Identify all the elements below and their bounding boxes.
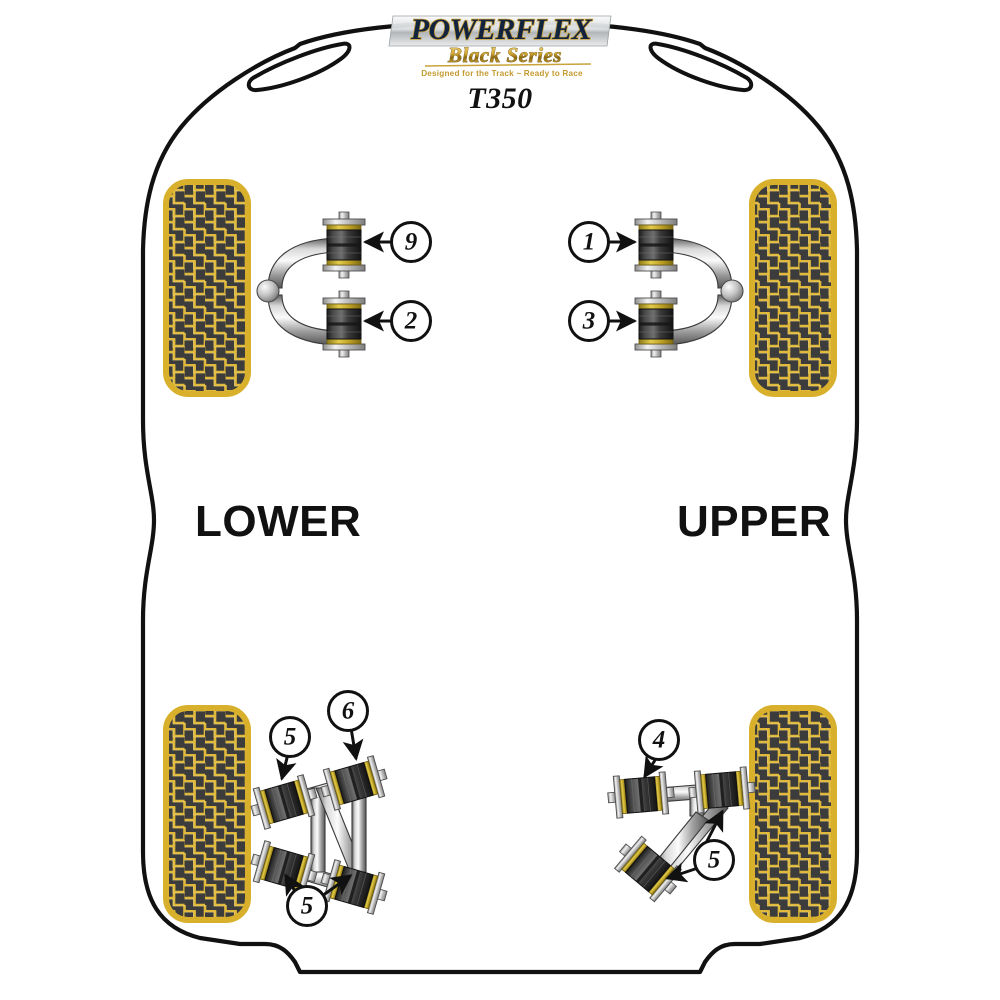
callout-9-number: 9	[405, 229, 418, 256]
tyre-rear-right	[749, 705, 837, 923]
rear-right-control-arm-assembly	[605, 765, 758, 907]
callout-6[interactable]: 6	[327, 690, 369, 732]
callout-2-number: 2	[404, 308, 418, 335]
callout-5b[interactable]: 5	[286, 885, 328, 927]
front-right-lower-wishbone-outer-bush	[634, 290, 678, 358]
tyre-front-left	[163, 179, 251, 397]
label-upper: UPPER	[677, 497, 832, 546]
tyre-front-right	[749, 179, 837, 397]
callout-5a-number: 5	[284, 724, 297, 751]
front-right-upper-wishbone-outer-bush	[634, 211, 678, 279]
tyre-rear-left	[163, 705, 251, 923]
front-left-lower-wishbone-outer-bush	[322, 290, 366, 358]
rear-right-arm-outer-upper-bush	[686, 765, 758, 815]
callout-1[interactable]: 1	[568, 221, 610, 263]
callout-bubbles[interactable]: 9 2 1 3 5 6 5	[269, 221, 735, 927]
rear-right-arm-inner-bush	[605, 770, 677, 820]
callout-4-number: 4	[652, 727, 666, 754]
callout-5a[interactable]: 5	[269, 716, 311, 758]
rear-left-subframe-assembly	[245, 753, 393, 917]
callout-1-number: 1	[583, 229, 596, 256]
callout-9[interactable]: 9	[390, 221, 432, 263]
callout-4[interactable]: 4	[638, 719, 680, 761]
callout-2[interactable]: 2	[390, 300, 432, 342]
callout-6-number: 6	[342, 698, 355, 725]
front-right-double-wishbone	[634, 211, 744, 358]
callout-3-number: 3	[582, 308, 596, 335]
callout-5b-number: 5	[301, 893, 314, 920]
powerflex-black-series-logo: POWERFLEX Black Series Designed for the …	[385, 8, 615, 86]
front-left-upper-wishbone-outer-bush	[322, 211, 366, 279]
logo-series: Black Series	[447, 43, 562, 67]
label-lower: LOWER	[195, 497, 362, 546]
callout-3[interactable]: 3	[568, 300, 610, 342]
logo-tagline: Designed for the Track ~ Ready to Race	[421, 69, 583, 78]
callout-5c-number: 5	[708, 847, 721, 874]
page-title: T350	[467, 82, 533, 115]
front-left-double-wishbone	[256, 211, 366, 358]
callout-5c[interactable]: 5	[693, 839, 735, 881]
logo-wordmark: POWERFLEX	[410, 13, 593, 46]
